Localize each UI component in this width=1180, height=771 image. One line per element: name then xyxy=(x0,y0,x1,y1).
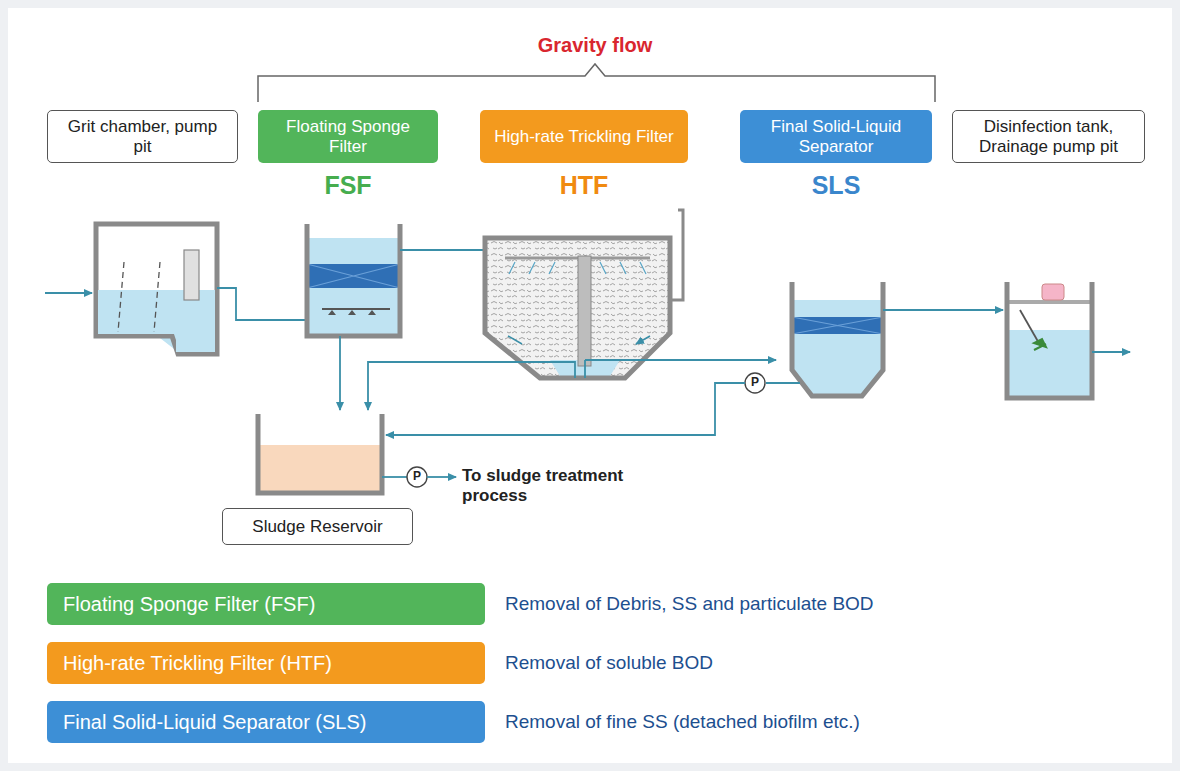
box-text: Disinfection tank, Drainage pump pit xyxy=(963,117,1134,156)
description-text: Removal of fine SS (detached biofilm etc… xyxy=(505,711,860,733)
legend-bar: Floating Sponge Filter (FSF) xyxy=(47,583,485,625)
legend-bar: High-rate Trickling Filter (HTF) xyxy=(47,642,485,684)
pump-symbol-label: P xyxy=(751,376,759,390)
legend-bar: Final Solid-Liquid Separator (SLS) xyxy=(47,701,485,743)
abbreviation-heading: FSF xyxy=(258,171,438,200)
destination-label: To sludge treatment process xyxy=(462,466,662,505)
box-text: High-rate Trickling Filter xyxy=(494,127,674,147)
box-text: Sludge Reservoir xyxy=(252,517,382,537)
pump-symbol-label: P xyxy=(413,470,421,484)
stage-label-box: Disinfection tank, Drainage pump pit xyxy=(952,110,1145,163)
box-text: Floating Sponge Filter xyxy=(268,117,428,156)
box-text: Final Solid-Liquid Separator xyxy=(750,117,922,156)
description-text: Removal of soluble BOD xyxy=(505,652,713,674)
abbreviation-heading: HTF xyxy=(480,171,688,200)
stage-label-box: Floating Sponge FilterFSF xyxy=(258,110,438,163)
abbreviation-heading: SLS xyxy=(740,171,932,200)
flow-label: Gravity flow xyxy=(538,34,652,57)
box-text: Final Solid-Liquid Separator (SLS) xyxy=(63,711,367,734)
box-text: High-rate Trickling Filter (HTF) xyxy=(63,652,332,675)
box-text: Grit chamber, pump pit xyxy=(58,117,227,156)
box-text: Floating Sponge Filter (FSF) xyxy=(63,593,315,616)
description-text: Removal of Debris, SS and particulate BO… xyxy=(505,593,874,615)
stage-label-box: Final Solid-Liquid SeparatorSLS xyxy=(740,110,932,163)
tank-label-box: Sludge Reservoir xyxy=(222,508,413,545)
stage-label-box: High-rate Trickling FilterHTF xyxy=(480,110,688,163)
stage-label-box: Grit chamber, pump pit xyxy=(47,110,238,163)
